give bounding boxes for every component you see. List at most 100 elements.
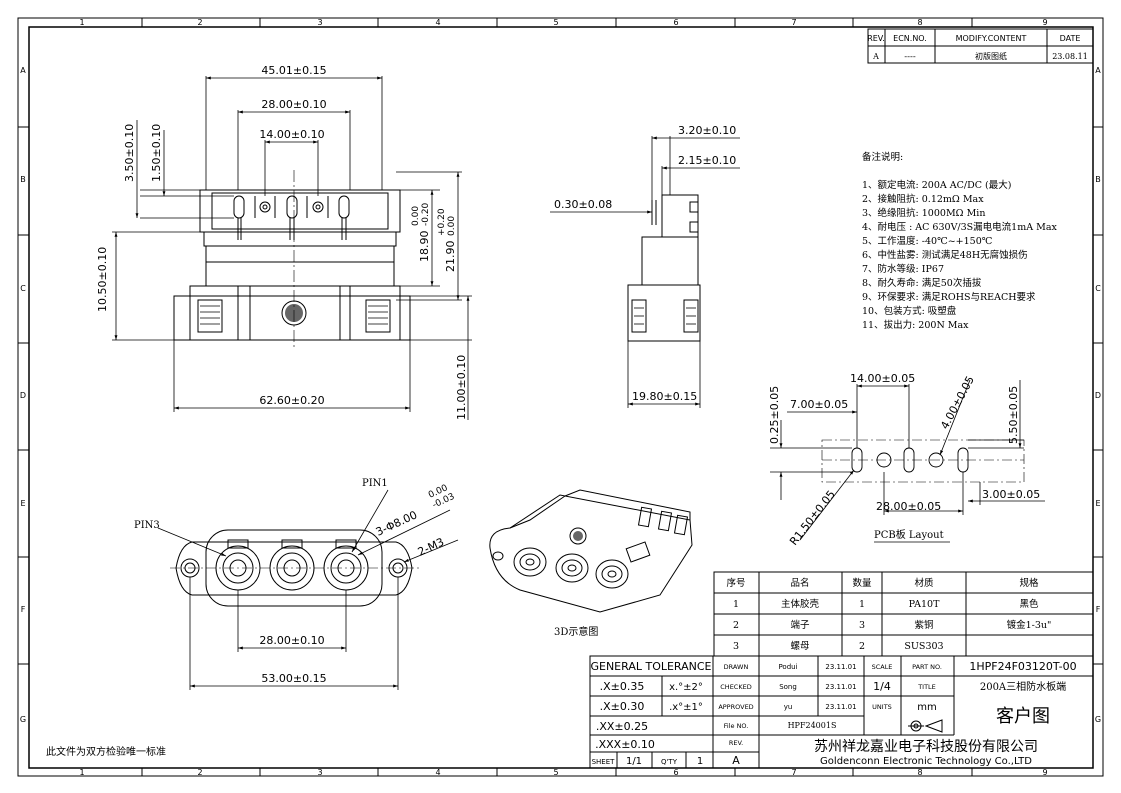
pcb-dim-r1-50: R1.50±0.05 — [787, 488, 838, 548]
units-label: UNITS — [872, 703, 892, 711]
sheet-frame — [17, 17, 1104, 777]
scale-value: 1/4 — [873, 680, 891, 693]
zone-labels: 1 2 3 4 5 6 7 8 9 1 2 3 4 5 6 7 8 9 A B … — [20, 18, 1101, 777]
iso-caption: 3D示意图 — [554, 625, 598, 638]
notes-block: 备注说明: 1、额定电流: 200A AC/DC (最大) 2、接触阻抗: 0.… — [862, 151, 1058, 331]
notes-title: 备注说明: — [862, 151, 903, 163]
bom-r1-spec: 黑色 — [1019, 598, 1039, 610]
zone-y-a: A — [20, 66, 26, 75]
pin1-label: PIN1 — [362, 478, 388, 489]
bom-header-name: 品名 — [790, 577, 809, 589]
zone-xb-2: 2 — [197, 768, 202, 777]
sheet-label: SHEET — [592, 758, 616, 766]
tol-row3-linear: .XX±0.25 — [596, 720, 648, 733]
file-value: HPF24001S — [788, 721, 837, 730]
bom-r1-no: 1 — [733, 599, 739, 610]
rev-header-rev: REV. — [867, 34, 885, 43]
note-3: 3、绝缘阻抗: 1000MΩ Min — [862, 207, 985, 219]
note-7: 7、防水等级: IP67 — [862, 263, 944, 275]
drawn-name: Podui — [778, 663, 797, 671]
zone-yr-e: E — [1095, 499, 1100, 508]
note-10: 10、包装方式: 吸塑盘 — [862, 305, 957, 317]
zone-xb-8: 8 — [917, 768, 922, 777]
dim-0-30: 0.30±0.08 — [554, 198, 612, 211]
tol-row2-angle: .x°±1° — [669, 702, 703, 713]
bom-r3-material: SUS303 — [904, 641, 943, 652]
bom-r3-name: 螺母 — [790, 641, 809, 652]
zone-xb-4: 4 — [435, 768, 440, 777]
zone-x-7: 7 — [791, 18, 796, 27]
bom-r2-material: 紫铜 — [914, 619, 933, 631]
note-1: 1、额定电流: 200A AC/DC (最大) — [862, 179, 1011, 191]
zone-x-4: 4 — [435, 18, 440, 27]
dim-3-50: 3.50±0.10 — [123, 124, 136, 182]
pcb-dim-7: 7.00±0.05 — [790, 398, 848, 411]
front-view-dim-labels: 45.01±0.15 28.00±0.10 14.00±0.10 3.50±0.… — [96, 64, 468, 420]
dim-2-15: 2.15±0.10 — [678, 154, 736, 167]
checked-label: CHECKED — [720, 683, 751, 691]
tolerance-title: GENERAL TOLERANCE — [590, 660, 711, 673]
bottom-dim-28: 28.00±0.10 — [259, 634, 324, 647]
note-5: 5、工作温度: -40℃~+150℃ — [862, 235, 993, 247]
dim-28: 28.00±0.10 — [261, 98, 326, 111]
partno-value: 1HPF24F03120T-00 — [969, 660, 1076, 673]
dim-18-90: 18.90 — [418, 231, 431, 263]
zone-yr-b: B — [1095, 175, 1101, 184]
qty-value: 1 — [697, 756, 703, 767]
tol-row1-angle: x.°±2° — [669, 682, 703, 693]
rev-label: REV. — [729, 739, 743, 747]
company-cn: 苏州祥龙嘉业电子科技股份有限公司 — [814, 739, 1038, 755]
zone-xb-6: 6 — [673, 768, 678, 777]
bom-r3-no: 3 — [733, 641, 739, 652]
bom-r2-no: 2 — [733, 620, 739, 631]
partno-label: PART NO. — [912, 663, 942, 671]
zone-xb-5: 5 — [553, 768, 558, 777]
dim-18-90-tol-upper: 0.00 — [411, 206, 421, 226]
footer-note: 此文件为双方检验唯一标准 — [46, 745, 166, 758]
dim-1-50: 1.50±0.10 — [150, 124, 163, 182]
dim-62-60: 62.60±0.20 — [259, 394, 324, 407]
pcb-layout-caption: PCB板 Layout — [874, 528, 944, 541]
customer-drawing-label: 客户图 — [996, 706, 1050, 727]
bottom-dim-53: 53.00±0.15 — [261, 672, 326, 685]
dim-21-90-tol-lower: 0.00 — [447, 216, 457, 236]
bom-header-qty: 数量 — [852, 577, 872, 589]
zone-y-f: F — [21, 605, 26, 614]
bom-r2-spec: 镀金1-3u" — [1007, 619, 1052, 631]
zone-yr-d: D — [1095, 391, 1101, 400]
zone-x-3: 3 — [317, 18, 322, 27]
rev-header-date: DATE — [1060, 34, 1081, 43]
bom-r2-name: 端子 — [790, 619, 810, 631]
zone-x-5: 5 — [553, 18, 558, 27]
rev-header-modify: MODIFY.CONTENT — [956, 34, 1027, 43]
zone-yr-g: G — [1095, 715, 1101, 724]
scale-label: SCALE — [872, 663, 893, 671]
revision-table: REV. ECN.NO. MODIFY.CONTENT DATE A ---- … — [867, 28, 1094, 64]
zone-xb-7: 7 — [791, 768, 796, 777]
tol-row4-linear: .XXX±0.10 — [595, 738, 655, 751]
zone-yr-a: A — [1095, 66, 1101, 75]
approved-date: 23.11.01 — [825, 703, 856, 711]
dim-10-50: 10.50±0.10 — [96, 247, 109, 312]
rev-value-block: A — [732, 754, 740, 767]
bom-r1-material: PA10T — [909, 599, 940, 610]
note-4: 4、耐电压 : AC 630V/3S漏电电流1mA Max — [862, 221, 1058, 233]
dim-19-80: 19.80±0.15 — [632, 390, 697, 403]
note-6: 6、中性盐雾: 测试满足48H无腐蚀损伤 — [862, 249, 1028, 261]
m3-label: 2-M3 — [416, 535, 446, 558]
zone-x-2: 2 — [197, 18, 202, 27]
bom-header-spec: 规格 — [1019, 577, 1039, 589]
front-view — [173, 170, 411, 350]
pin3-label: PIN3 — [134, 520, 160, 531]
bom-r3-qty: 2 — [859, 641, 865, 652]
rev-ecn-value: ---- — [904, 52, 916, 61]
note-9: 9、环保要求: 满足ROHS与REACH要求 — [862, 291, 1036, 303]
checked-name: Song — [779, 683, 797, 691]
dim-21-90: 21.90 — [444, 241, 457, 273]
rev-modify-value: 初版图纸 — [975, 51, 1007, 61]
zone-x-6: 6 — [673, 18, 678, 27]
bom-r1-name: 主体胶壳 — [781, 598, 820, 610]
side-view — [627, 194, 701, 342]
file-label: File NO. — [724, 722, 749, 730]
zone-x-8: 8 — [917, 18, 922, 27]
